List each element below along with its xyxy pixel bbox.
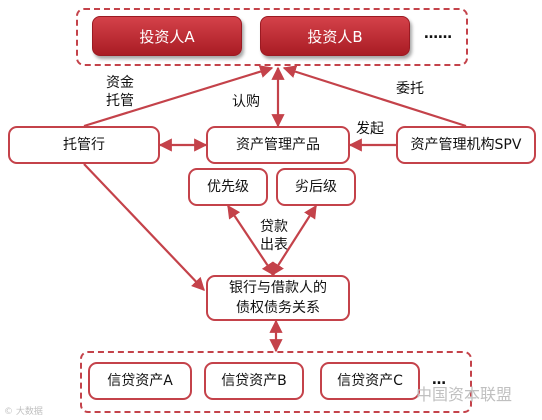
- investors-ellipsis: ……: [424, 26, 452, 42]
- debt-relation-node: 银行与借款人的 债权债务关系: [206, 275, 350, 321]
- watermark-left: © 大数据: [4, 407, 43, 417]
- junior-tranche-node: 劣后级: [276, 168, 356, 206]
- credit-asset-a-node: 信贷资产A: [88, 362, 192, 400]
- senior-tranche-node: 优先级: [188, 168, 268, 206]
- custodian-node: 托管行: [8, 126, 160, 164]
- edge-senior-relation: [227, 204, 275, 277]
- edge-spv-investors: [282, 65, 467, 128]
- credit-asset-b-node: 信贷资产B: [204, 362, 304, 400]
- spv-node: 资产管理机构SPV: [396, 126, 536, 164]
- edge-custodian-relation: [83, 163, 205, 291]
- edge-junior-relation: [271, 204, 317, 277]
- subscribe-label: 认购: [232, 94, 260, 110]
- fund-custody-label: 资金 托管: [106, 75, 134, 109]
- watermark-right: 中国资本联盟: [416, 385, 513, 404]
- investor-a-node: 投资人A: [92, 16, 242, 56]
- entrust-label: 委托: [396, 81, 424, 97]
- credit-asset-c-node: 信贷资产C: [320, 362, 420, 400]
- assets-ellipsis: …: [432, 372, 446, 388]
- investor-b-node: 投资人B: [260, 16, 410, 56]
- investors-group: [76, 8, 468, 66]
- edge-custodian-investors: [83, 65, 274, 128]
- initiate-label: 发起: [356, 121, 384, 137]
